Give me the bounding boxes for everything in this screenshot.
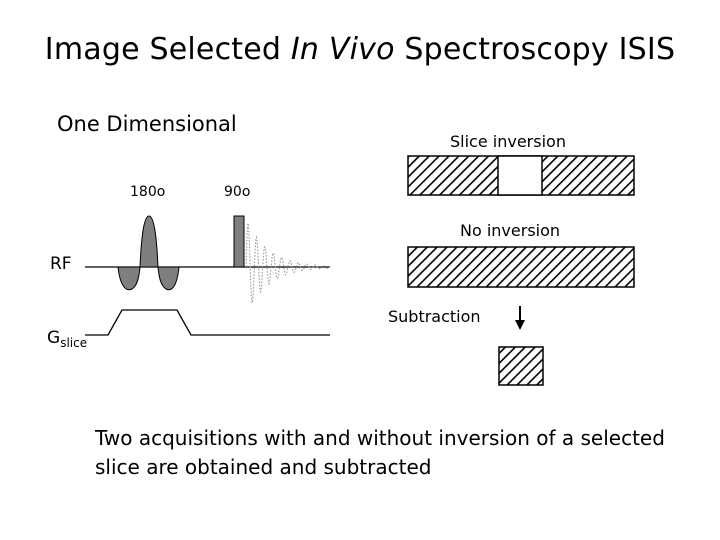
no-inversion-box [407,246,635,288]
label-gslice-main: G [47,328,61,348]
page-title: Image Selected In Vivo Spectroscopy ISIS [0,32,720,67]
label-rf: RF [50,254,72,274]
subtraction-arrow-head [515,320,525,330]
pulse-90-hard [233,215,245,268]
caption: Two acquisitions with and without invers… [95,426,665,479]
label-subtraction: Subtraction [388,307,481,326]
label-90-pulse: 90o [224,184,251,200]
subtitle: One Dimensional [57,112,237,136]
title-italic: In Vivo [290,32,395,67]
gslice-gradient [85,309,330,336]
pulse-180-sinc [117,215,180,291]
fid-signal [245,223,331,304]
label-180-pulse: 180o [130,184,166,200]
label-slice-inversion: Slice inversion [450,132,566,151]
result-box [498,346,544,386]
title-post: Spectroscopy ISIS [394,32,676,67]
label-gslice: Gslice [47,328,88,350]
slice-inversion-gap [497,155,543,196]
label-gslice-sub: slice [60,336,88,350]
label-no-inversion: No inversion [460,221,561,240]
title-pre: Image Selected [44,32,291,67]
